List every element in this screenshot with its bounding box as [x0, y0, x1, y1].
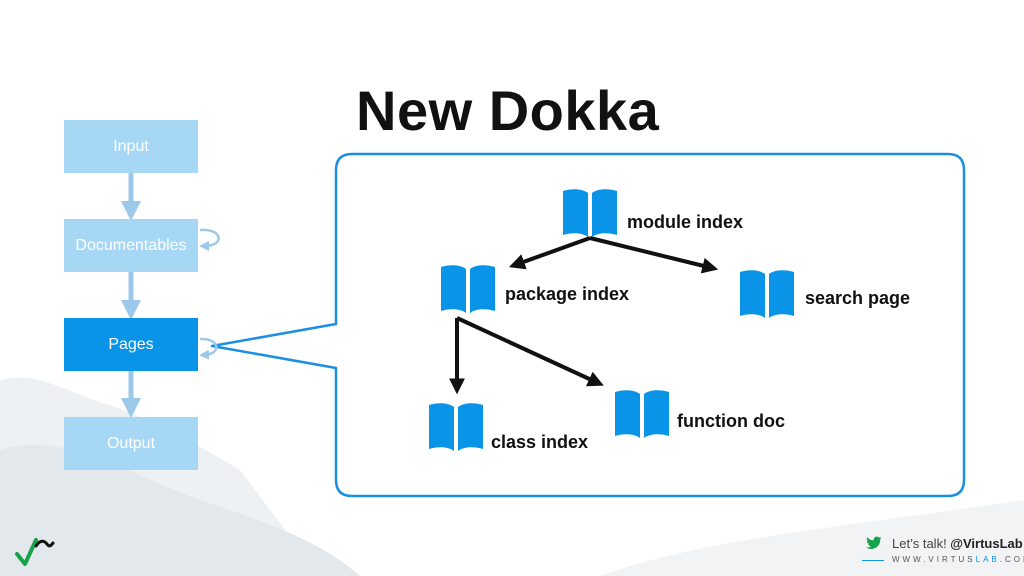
module-index-label: module index	[627, 212, 744, 232]
footer-handle[interactable]: @VirtusLab	[950, 536, 1023, 551]
callout-frame	[210, 152, 966, 498]
twitter-bird-icon	[866, 536, 882, 549]
function-doc-label: function doc	[677, 411, 785, 431]
search-page-label: search page	[805, 288, 911, 308]
stage-documentables: Documentables	[64, 219, 198, 272]
footer-divider	[862, 560, 884, 561]
pages-loop-arrow	[199, 337, 218, 360]
module-index-book-icon	[563, 189, 617, 237]
documentables-loop-arrow	[199, 228, 220, 251]
footer-url-end: .COM	[999, 555, 1024, 564]
footer-contact: Let’s talk! @VirtusLab	[892, 536, 1023, 551]
footer-url[interactable]: WWW.VIRTUSLAB.COM	[892, 555, 1024, 564]
package-index-book-icon	[441, 265, 495, 313]
class-index-label: class index	[491, 432, 589, 452]
search-page-book-icon	[740, 270, 794, 318]
stage-output: Output	[64, 417, 198, 470]
package-index-label: package index	[505, 284, 630, 304]
footer-url-accent: LAB	[975, 555, 1000, 564]
stage-pages: Pages	[64, 318, 198, 371]
footer-lead: Let’s talk!	[892, 536, 951, 551]
arrow-module-to-search	[589, 236, 719, 274]
function-doc-book-icon	[615, 390, 669, 438]
arrow-module-to-package	[508, 236, 591, 270]
class-index-book-icon	[429, 403, 483, 451]
virtuslab-logo-icon	[15, 538, 55, 566]
stage-input: Input	[64, 120, 198, 173]
slide-title: New Dokka	[356, 79, 660, 142]
footer-url-start: WWW.VIRTUS	[892, 555, 976, 564]
arrow-package-to-function	[456, 316, 604, 387]
